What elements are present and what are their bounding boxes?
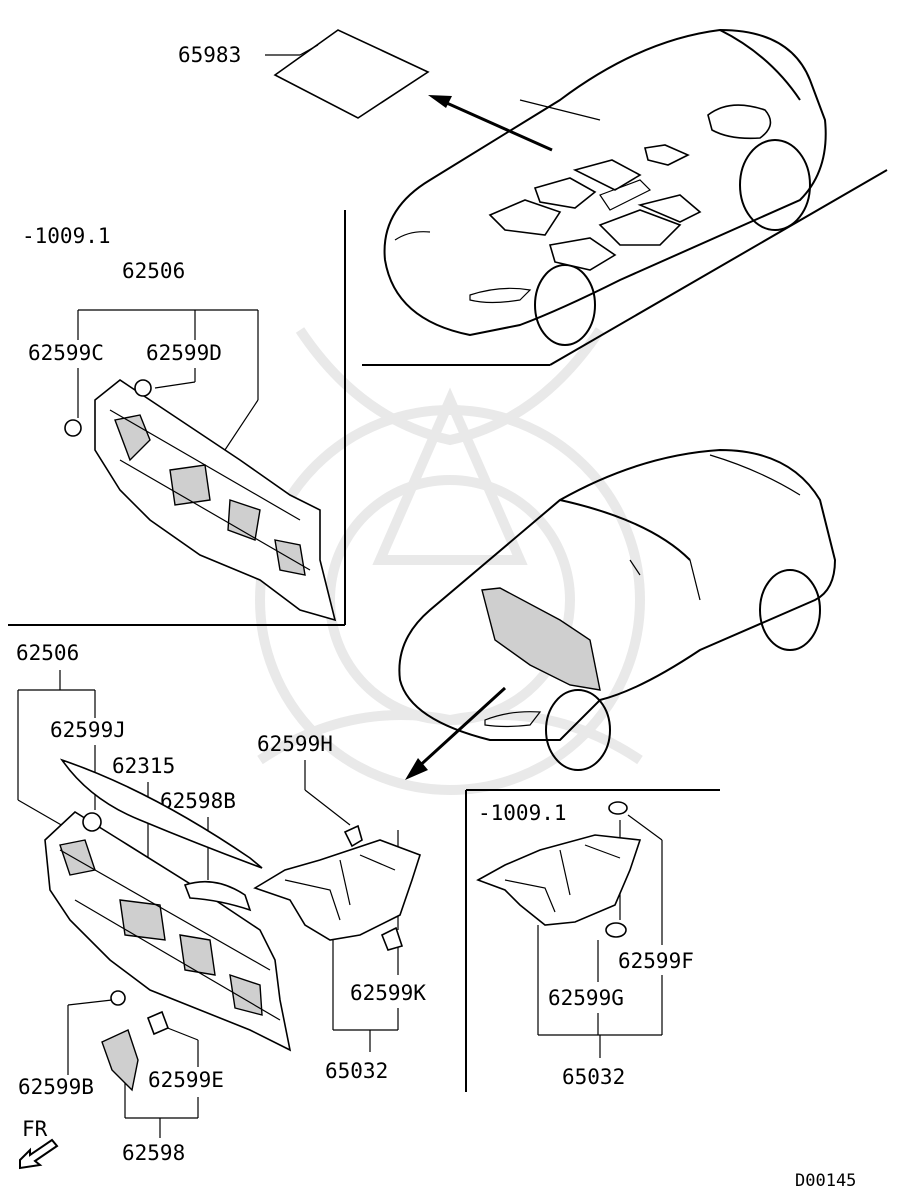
label-62599F: 62599F bbox=[618, 949, 694, 973]
label-62599E: 62599E bbox=[148, 1068, 224, 1092]
label-62599J: 62599J bbox=[50, 718, 126, 742]
label-62599C: 62599C bbox=[28, 341, 104, 365]
label-65032-right: 65032 bbox=[562, 1065, 625, 1089]
watermark-emblem bbox=[255, 327, 645, 795]
lower-right-box bbox=[465, 789, 720, 1092]
label-62599G: 62599G bbox=[548, 986, 624, 1010]
leader-lines-upper-left bbox=[77, 309, 259, 466]
label-62599H: 62599H bbox=[257, 732, 333, 756]
label-62506-upper: 62506 bbox=[122, 259, 185, 283]
car-top-illustration bbox=[362, 28, 888, 366]
cowl-side-silencer-right bbox=[476, 801, 642, 938]
dash-panel-silencer-lower bbox=[44, 758, 292, 1092]
front-arrow-icon bbox=[19, 1138, 59, 1170]
upper-left-box bbox=[8, 210, 346, 626]
drawing-code: D00145 bbox=[795, 1171, 856, 1187]
cowl-side-silencer-center bbox=[253, 824, 421, 951]
leader-lines-lower-right bbox=[537, 814, 663, 1058]
label-62599D: 62599D bbox=[146, 341, 222, 365]
direction-label: FR bbox=[22, 1117, 48, 1141]
insulator-pad-65983 bbox=[265, 29, 430, 119]
label-62598B: 62598B bbox=[160, 789, 236, 813]
label-62506-lower: 62506 bbox=[16, 641, 79, 665]
dash-panel-silencer-upper bbox=[64, 379, 337, 622]
date-code-lower-right: -1009.1 bbox=[478, 801, 567, 825]
date-code-upper-left: -1009.1 bbox=[22, 224, 111, 248]
label-62599B: 62599B bbox=[18, 1075, 94, 1099]
car-front-illustration bbox=[398, 448, 837, 780]
label-62599K: 62599K bbox=[350, 981, 426, 1005]
label-65032-center: 65032 bbox=[325, 1059, 388, 1083]
label-62315: 62315 bbox=[112, 754, 175, 778]
label-62598: 62598 bbox=[122, 1141, 185, 1165]
leader-lines-lower-left bbox=[17, 670, 209, 1138]
label-65983: 65983 bbox=[178, 43, 241, 67]
